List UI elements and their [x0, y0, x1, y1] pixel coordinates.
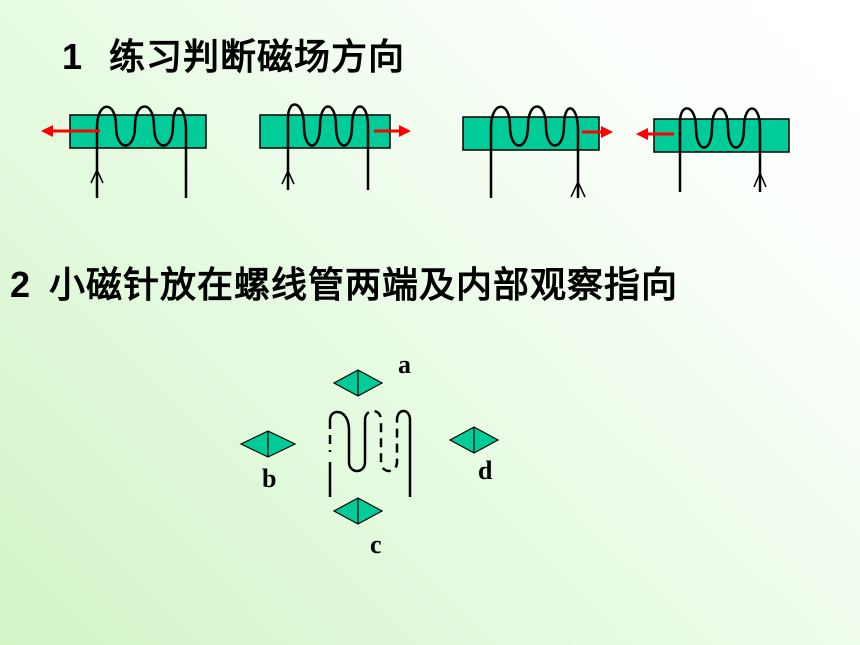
section-1-title: 练习判断磁场方向: [109, 37, 406, 78]
central-solenoid: [328, 409, 412, 497]
compass-c: [332, 497, 384, 525]
solenoid-4-coil: [678, 107, 762, 192]
compass-b: [239, 430, 297, 458]
solenoid-4-field-arrow: [636, 128, 674, 140]
solenoid-3-current-arrow: [570, 180, 586, 198]
solenoid-3: [462, 105, 613, 198]
section-2-number: 2: [10, 264, 32, 305]
solenoid-1-coil: [95, 105, 188, 198]
section-2-heading: 2 小磁针放在螺线管两端及内部观察指向: [10, 256, 678, 308]
solenoid-3-coil: [489, 105, 580, 198]
solenoid-4-core: [653, 118, 790, 153]
compass-d: [448, 426, 500, 454]
section-2-title: 小磁针放在螺线管两端及内部观察指向: [49, 265, 679, 306]
solenoid-4-current-arrow: [753, 171, 767, 188]
solenoid-2-coil: [286, 103, 370, 190]
solenoid-1-field-arrow: [41, 125, 100, 137]
solenoid-1-current-arrow: [90, 168, 104, 184]
solenoid-2-current-arrow: [281, 169, 295, 185]
solenoid-2-field-arrow: [374, 125, 411, 137]
section-1-number: 1: [62, 36, 84, 77]
label-c: c: [370, 530, 382, 559]
solenoid-1: [41, 105, 207, 198]
solenoid-3-field-arrow: [582, 126, 613, 138]
solenoid-2-core: [259, 114, 391, 149]
label-b: b: [262, 464, 276, 493]
solenoid-4: [636, 107, 790, 192]
label-d: d: [478, 456, 493, 485]
compass-a: [332, 369, 384, 397]
section-1-heading: 1 练习判断磁场方向: [62, 28, 405, 80]
label-a: a: [398, 350, 411, 379]
solenoid-2: [259, 103, 411, 190]
